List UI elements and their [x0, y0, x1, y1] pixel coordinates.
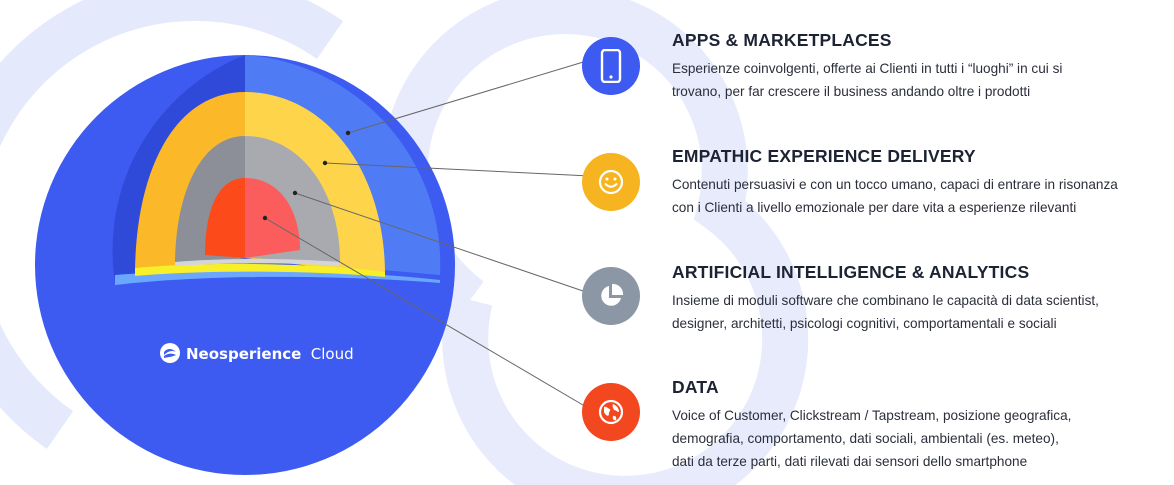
floor-gray-band [175, 259, 340, 266]
layer-desc-line: con i Clienti a livello emozionale per d… [672, 200, 1077, 215]
connector-data [264, 217, 589, 409]
connector-ai [294, 192, 587, 293]
layer-title-apps: APPS & MARKETPLACES [672, 30, 892, 50]
connector-dots [262, 130, 351, 221]
layer-title-empathic: EMPATHIC EXPERIENCE DELIVERY [672, 146, 976, 166]
ai-icon-circle [582, 267, 640, 325]
background-arc-left [0, 0, 344, 449]
layer-desc-line: Esperienze coinvolgenti, offerte ai Clie… [672, 61, 1063, 76]
layer-desc-line: trovano, per far crescere il business an… [672, 84, 1031, 99]
layer-desc-line: designer, architetti, psicologi cognitiv… [672, 316, 1057, 331]
apps-icon-circle [582, 37, 640, 95]
smartphone-icon [600, 49, 622, 83]
brand-name-strong: Neosperience [186, 345, 301, 363]
layer-desc-line: dati da terze parti, dati rilevati dai s… [672, 454, 1028, 469]
brand-logo: Neosperience Cloud [160, 343, 354, 363]
layer-ai-analytics: ARTIFICIAL INTELLIGENCE & ANALYTICS Insi… [672, 262, 1172, 335]
layer-data: DATA Voice of Customer, Clickstream / Ta… [672, 377, 1172, 473]
neosperience-logo-icon [160, 343, 180, 363]
layer-title-ai: ARTIFICIAL INTELLIGENCE & ANALYTICS [672, 262, 1030, 282]
core-left [205, 178, 245, 258]
empathic-icon-circle [582, 153, 640, 211]
floor-yellow-band [135, 263, 385, 277]
background-logo-watermark [0, 0, 809, 485]
layer-desc-line: Voice of Customer, Clickstream / Tapstre… [672, 408, 1072, 423]
connector-lines [264, 59, 591, 409]
brand-name-light: Cloud [311, 345, 354, 363]
core-right [245, 178, 300, 258]
layer-desc-ai: Insieme di moduli software che combinano… [672, 289, 1172, 335]
layer-desc-empathic: Contenuti persuasivi e con un tocco uman… [672, 173, 1172, 219]
layer-desc-line: demografia, comportamento, dati sociali,… [672, 431, 1059, 446]
connector-empathic [324, 162, 591, 177]
globe-icon [598, 399, 624, 425]
connector-apps [347, 59, 591, 134]
layer-desc-line: Insieme di moduli software che combinano… [672, 293, 1099, 308]
smiley-icon [598, 169, 624, 195]
data-icon-circle [582, 383, 640, 441]
layer-desc-data: Voice of Customer, Clickstream / Tapstre… [672, 404, 1172, 473]
svg-text:Neosperience Cloud: Neosperience Cloud [186, 345, 354, 363]
layer-desc-apps: Esperienze coinvolgenti, offerte ai Clie… [672, 57, 1172, 103]
background-ring-right [381, 0, 809, 485]
layer-apps-marketplaces: APPS & MARKETPLACES Esperienze coinvolge… [672, 30, 1172, 103]
layer-empathic-experience: EMPATHIC EXPERIENCE DELIVERY Contenuti p… [672, 146, 1172, 219]
layer-desc-line: Contenuti persuasivi e con un tocco uman… [672, 177, 1118, 192]
layer-title-data: DATA [672, 377, 719, 397]
pie-chart-icon [601, 283, 624, 306]
